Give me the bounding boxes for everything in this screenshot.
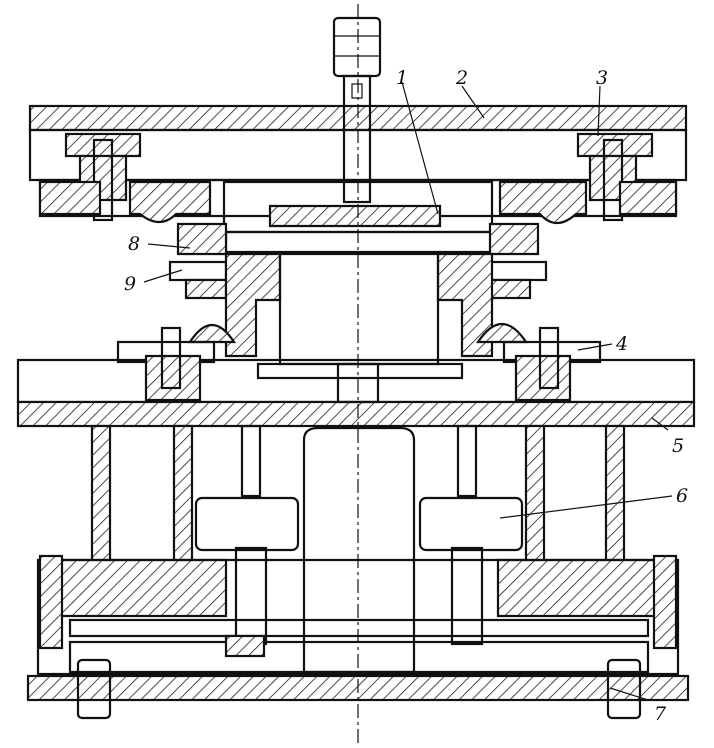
top-stem — [332, 16, 382, 204]
upper-left-bushing — [38, 132, 212, 224]
label-2: 2 — [455, 67, 468, 89]
label-8: 8 — [128, 233, 140, 255]
label-5: 5 — [672, 435, 684, 457]
label-6: 6 — [676, 485, 688, 507]
upper-right-bushing — [498, 132, 678, 225]
leader-lines — [143, 81, 673, 701]
left-columns — [90, 424, 194, 576]
label-7: 7 — [654, 703, 667, 725]
label-3: 3 — [596, 67, 608, 89]
middle-plate — [16, 326, 696, 428]
cam-blocks — [194, 496, 524, 552]
right-guide-ring — [436, 222, 548, 358]
label-1: 1 — [396, 67, 408, 89]
right-columns — [524, 424, 626, 576]
pins — [234, 424, 484, 646]
label-9: 9 — [124, 273, 136, 295]
base-bolts — [38, 554, 678, 720]
part-labels: 1 2 3 4 5 6 7 8 9 — [124, 67, 688, 725]
central-bore — [278, 252, 440, 366]
label-4: 4 — [615, 333, 628, 355]
left-guide-ring — [168, 222, 282, 358]
central-post — [302, 426, 416, 674]
